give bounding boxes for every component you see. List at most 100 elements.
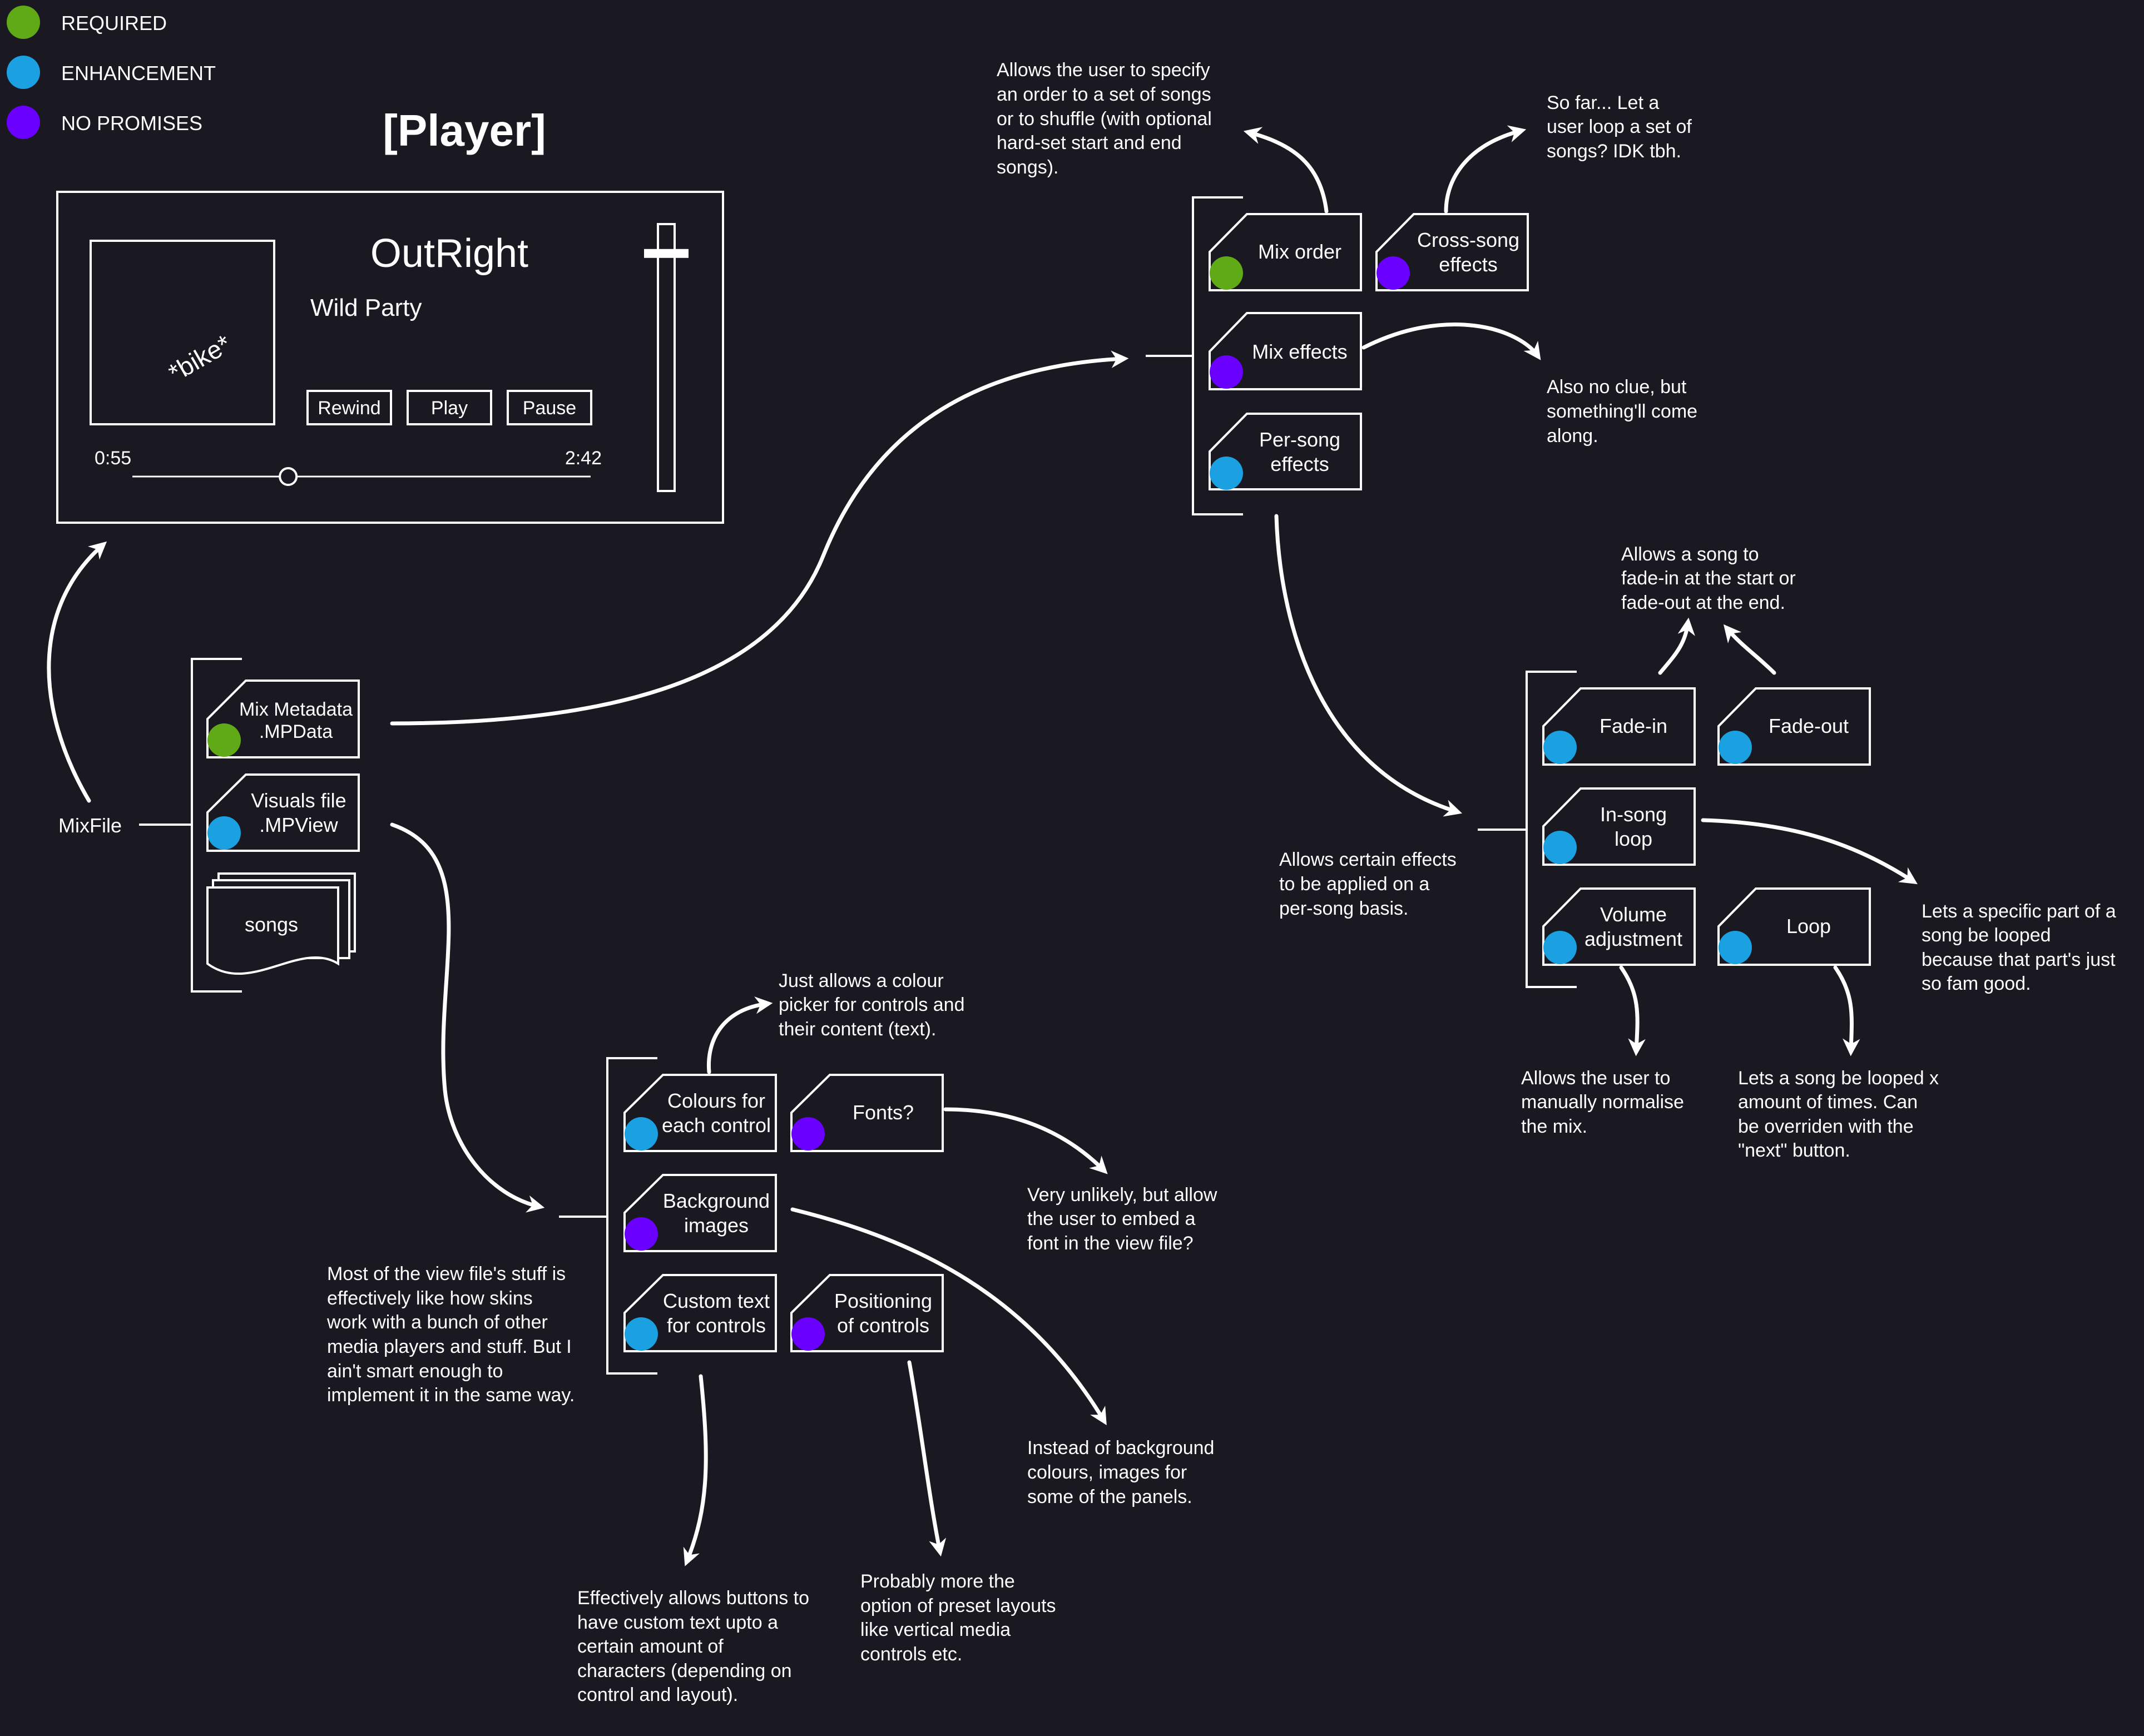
- in-song-loop-node: In-song loop: [1542, 787, 1696, 866]
- per-song-line2: effects: [1270, 453, 1329, 475]
- required-dot: [1210, 256, 1243, 290]
- visuals-file-line2: .MPView: [259, 814, 338, 836]
- custom-text-node: Custom text for controls: [623, 1274, 777, 1352]
- cross-song-line2: effects: [1439, 253, 1497, 276]
- volume-slider[interactable]: [657, 223, 676, 492]
- visuals-file-line1: Visuals file: [251, 789, 346, 812]
- note-loop: Lets a song be looped x amount of times.…: [1738, 1068, 1944, 1161]
- enhancement-dot: [1210, 457, 1243, 490]
- enhancement-dot: [1719, 931, 1752, 964]
- volume-handle[interactable]: [644, 249, 689, 258]
- enhancement-dot: [207, 816, 241, 850]
- per-song-line1: Per-song: [1259, 428, 1340, 451]
- positioning-line1: Positioning: [834, 1289, 932, 1312]
- album-art: [90, 240, 275, 425]
- volume-adjustment-line1: Volume: [1600, 903, 1667, 926]
- mixfile-label: MixFile: [58, 814, 122, 837]
- play-button[interactable]: Play: [407, 390, 492, 425]
- player-mockup: *bike* OutRight Wild Party Rewind Play P…: [56, 191, 724, 524]
- no-promises-dot: [791, 1117, 825, 1150]
- enhancement-dot: [625, 1117, 658, 1150]
- note-background: Instead of background colours, images fo…: [1027, 1437, 1220, 1507]
- legend-no-promises-dot: [7, 106, 40, 139]
- track-title: OutRight: [370, 231, 528, 276]
- note-fonts: Very unlikely, but allow the user to emb…: [1027, 1184, 1222, 1254]
- legend-enhancement-dot: [7, 56, 40, 89]
- note-per-song-group: Allows certain effects to be applied on …: [1279, 849, 1462, 919]
- required-dot: [207, 723, 241, 757]
- pause-button[interactable]: Pause: [507, 390, 592, 425]
- mix-effects-label: Mix effects: [1252, 340, 1347, 363]
- no-promises-dot: [791, 1317, 825, 1351]
- no-promises-dot: [1210, 355, 1243, 389]
- fade-in-label: Fade-in: [1600, 715, 1667, 737]
- pause-button-label: Pause: [523, 398, 576, 419]
- volume-adjustment-line2: adjustment: [1585, 927, 1682, 950]
- note-in-song-loop: Lets a specific part of a song be looped…: [1922, 901, 2121, 994]
- no-promises-dot: [625, 1217, 658, 1251]
- in-song-loop-line1: In-song: [1600, 803, 1667, 826]
- loop-label: Loop: [1786, 915, 1831, 938]
- mix-order-node: Mix order: [1209, 213, 1362, 291]
- background-images-node: Background images: [623, 1174, 777, 1252]
- legend-required-label: REQUIRED: [61, 12, 167, 34]
- legend-no-promises-label: NO PROMISES: [61, 112, 202, 135]
- note-colours: Just allows a colour picker for controls…: [779, 970, 970, 1040]
- seek-handle[interactable]: [279, 467, 298, 486]
- enhancement-dot: [1543, 931, 1577, 964]
- enhancement-dot: [1543, 731, 1577, 764]
- legend-required-dot: [7, 6, 40, 39]
- volume-adjustment-node: Volume adjustment: [1542, 887, 1696, 966]
- fade-out-node: Fade-out: [1717, 687, 1871, 766]
- colours-line1: Colours for: [667, 1089, 765, 1112]
- time-total: 2:42: [565, 448, 602, 469]
- colours-line2: each control: [662, 1114, 771, 1137]
- fade-out-label: Fade-out: [1769, 715, 1849, 737]
- positioning-line2: of controls: [837, 1314, 929, 1337]
- rewind-button-label: Rewind: [318, 398, 380, 419]
- enhancement-dot: [1719, 731, 1752, 764]
- note-positioning: Probably more the option of preset layou…: [860, 1571, 1061, 1665]
- custom-text-line1: Custom text: [663, 1289, 770, 1312]
- fonts-label: Fonts?: [853, 1101, 914, 1124]
- fonts-node: Fonts?: [790, 1074, 944, 1152]
- positioning-node: Positioning of controls: [790, 1274, 944, 1352]
- songs-node: songs: [206, 872, 356, 975]
- cross-song-line1: Cross-song: [1417, 229, 1519, 251]
- time-elapsed: 0:55: [95, 448, 131, 469]
- note-mix-effects: Also no clue, but something'll come alon…: [1547, 376, 1703, 447]
- background-line1: Background: [663, 1189, 770, 1212]
- mix-order-label: Mix order: [1258, 240, 1341, 263]
- background-line2: images: [684, 1214, 749, 1237]
- note-mix-order: Allows the user to specify an order to a…: [997, 59, 1217, 178]
- cross-song-effects-node: Cross-song effects: [1375, 213, 1529, 291]
- mix-metadata-line2: .MPData: [259, 721, 333, 742]
- colours-node: Colours for each control: [623, 1074, 777, 1152]
- play-button-label: Play: [431, 398, 468, 419]
- album-art-caption: *bike*: [164, 329, 236, 388]
- songs-label: songs: [245, 913, 298, 936]
- legend: REQUIRED ENHANCEMENT NO PROMISES: [7, 6, 216, 139]
- mix-effects-node: Mix effects: [1209, 312, 1362, 390]
- rewind-button[interactable]: Rewind: [306, 390, 392, 425]
- note-visuals-group: Most of the view file's stuff is effecti…: [326, 1263, 577, 1406]
- player-heading: [Player]: [383, 106, 546, 155]
- custom-text-line2: for controls: [667, 1314, 766, 1337]
- note-custom-text: Effectively allows buttons to have custo…: [577, 1588, 814, 1705]
- per-song-effects-node: Per-song effects: [1209, 413, 1362, 490]
- enhancement-dot: [1543, 831, 1577, 864]
- loop-node: Loop: [1717, 887, 1871, 966]
- artist-name: Wild Party: [310, 294, 422, 321]
- fade-in-node: Fade-in: [1542, 687, 1696, 766]
- legend-enhancement-label: ENHANCEMENT: [61, 62, 216, 85]
- note-volume: Allows the user to manually normalise th…: [1521, 1068, 1689, 1137]
- note-fade: Allows a song to fade-in at the start or…: [1621, 544, 1801, 613]
- mix-metadata-line1: Mix Metadata: [239, 699, 353, 720]
- visuals-file-node: Visuals file .MPView: [206, 773, 360, 852]
- enhancement-dot: [625, 1317, 658, 1351]
- mix-metadata-node: Mix Metadata .MPData: [206, 679, 360, 758]
- note-cross-song: So far... Let a user loop a set of songs…: [1547, 92, 1697, 162]
- no-promises-dot: [1376, 256, 1410, 290]
- in-song-loop-line2: loop: [1615, 827, 1652, 850]
